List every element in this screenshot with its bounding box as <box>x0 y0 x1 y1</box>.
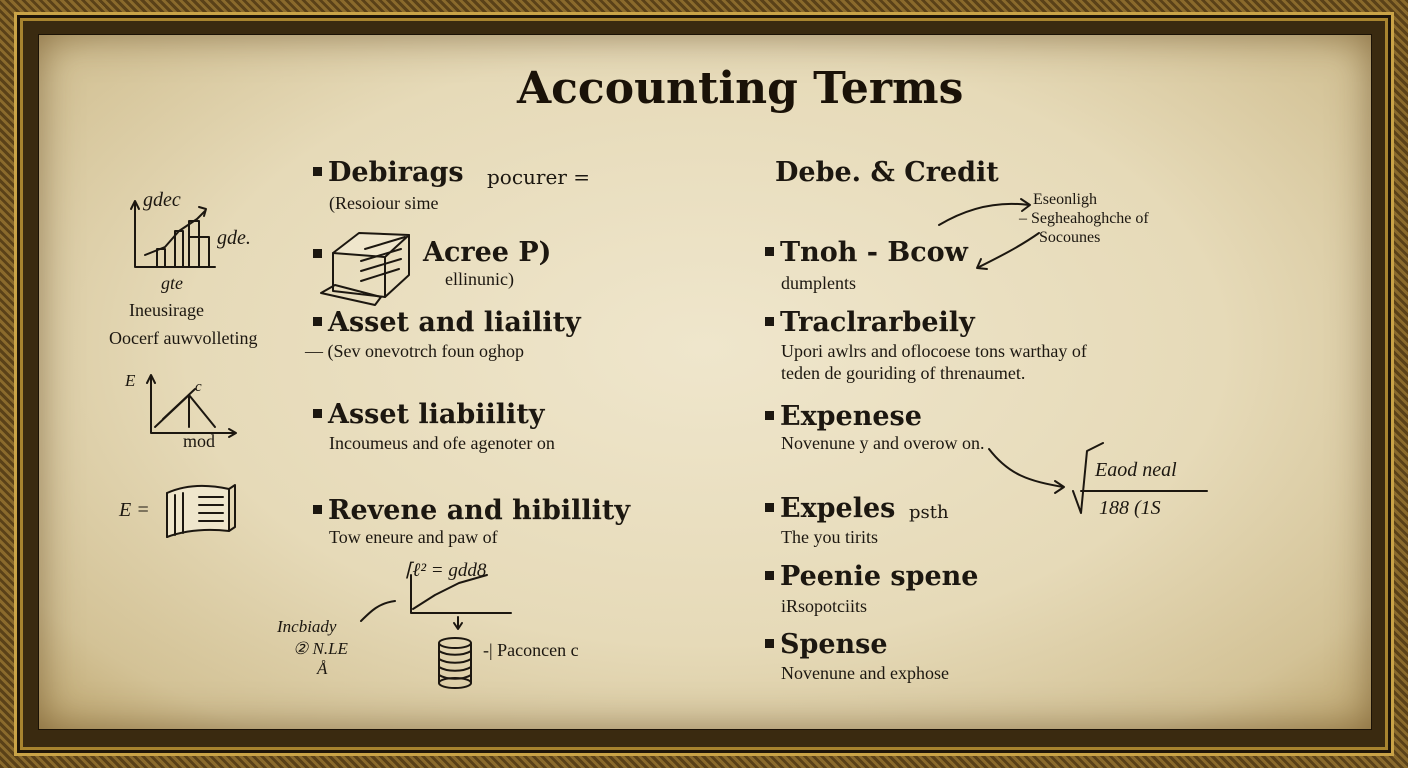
middle-item-3-sub: — (Sev onevotrch foun oghop <box>305 341 524 361</box>
coin-stack-sketch <box>438 637 472 689</box>
formula-bottom: 188 (1S <box>1099 497 1161 519</box>
heading-text: Spense <box>780 629 888 660</box>
chart2-bottom-label: mod <box>183 431 216 451</box>
triangle-chart-sketch <box>146 374 237 438</box>
middle-item-1-heading: Debirags <box>313 157 464 188</box>
middle-item-2-heading: Acree P) <box>423 237 552 268</box>
radical-formula-sketch <box>1072 442 1208 514</box>
heading-text: Peenie spene <box>780 561 979 592</box>
bullet <box>313 505 322 514</box>
right-item-6-sub: Novenune and exphose <box>781 663 949 683</box>
book-sketch <box>166 484 236 538</box>
middle-item-5-sub: Tow eneure and paw of <box>329 527 498 547</box>
heading-text: Asset and liaility <box>328 307 581 338</box>
bullet <box>313 409 322 418</box>
bullet <box>313 249 322 258</box>
heading-text: Traclrarbeily <box>780 307 975 338</box>
bullet <box>313 167 322 176</box>
right-item-3-heading: Expenese <box>765 401 922 432</box>
right-item-4-heading: Expeles <box>765 493 895 524</box>
caption-line-2: Oocerf auwvolleting <box>109 328 258 348</box>
bullet <box>765 503 774 512</box>
middle-item-2-bullet <box>313 239 328 270</box>
right-note-line-3: Socounes <box>1039 229 1101 246</box>
chart-label-bottom: gte <box>161 273 183 293</box>
ledger-box-sketch <box>320 232 410 306</box>
right-item-4-suffix: psth <box>909 502 949 523</box>
graph-label: ⌈ℓ² = gdd8 <box>405 560 487 581</box>
bullet <box>313 317 322 326</box>
chart-label-side: gde. <box>217 227 251 249</box>
right-item-2-heading: Traclrarbeily <box>765 307 975 338</box>
formula-top: Eaod neal <box>1095 459 1177 481</box>
right-item-1-sub: dumplents <box>781 273 856 293</box>
bullet <box>765 639 774 648</box>
side-note-line-1: Incbiady <box>277 617 337 636</box>
page-title: Accounting Terms <box>517 63 964 114</box>
middle-item-4-sub: Incoumeus and ofe agenoter on <box>329 433 555 453</box>
book-label: E = <box>119 499 150 521</box>
growth-graph-sketch <box>360 574 512 630</box>
right-item-1-heading: Tnoh - Bcow <box>765 237 968 268</box>
bullet <box>765 411 774 420</box>
heading-text: Asset liabiility <box>328 399 545 430</box>
middle-item-2-sub: ellinunic) <box>445 269 514 289</box>
heading-text: Expenese <box>780 401 922 432</box>
right-item-3-sub: Novenune y and overow on. <box>781 433 985 453</box>
right-note-line-1: Eseonligh <box>1033 191 1097 208</box>
caption-line-1: Ineusirage <box>129 300 204 320</box>
heading-text: Revene and hibillity <box>328 495 631 526</box>
parchment-board: Accounting Terms gdec gde. gte Ineusirag… <box>38 34 1372 730</box>
right-item-5-heading: Peenie spene <box>765 561 978 592</box>
chart-label-top: gdec <box>143 189 181 211</box>
credit-arrows <box>938 198 1065 494</box>
board-drawings <box>130 198 1208 689</box>
side-note-line-2: ② N.LE <box>293 639 348 658</box>
side-note-line-3: Å <box>317 659 328 678</box>
bullet <box>765 571 774 580</box>
bullet <box>765 247 774 256</box>
chart2-axis-label: E <box>125 371 136 390</box>
heading-text: Debirags <box>328 157 464 188</box>
right-item-2-sub-2: teden de gouriding of threnaumet. <box>781 363 1026 383</box>
right-item-6-heading: Spense <box>765 629 888 660</box>
right-item-5-sub: iRsopotciits <box>781 596 868 616</box>
heading-text: Tnoh - Bcow <box>780 237 968 268</box>
right-note-line-2: – Segheahoghche of <box>1019 210 1149 227</box>
middle-item-4-heading: Asset liabiility <box>313 399 544 430</box>
middle-item-5-heading: Revene and hibillity <box>313 495 630 526</box>
middle-item-3-heading: Asset and liaility <box>313 307 581 338</box>
middle-item-1-suffix: pocurer = <box>487 165 590 189</box>
bar-chart-sketch <box>130 200 216 268</box>
heading-text: Expeles <box>780 493 896 524</box>
coins-label: -| Paconcen c <box>483 640 579 660</box>
chart2-small-label: c <box>195 379 202 395</box>
right-item-2-sub-1: Upori awlrs and oflocoese tons warthay o… <box>781 341 1087 361</box>
middle-item-1-sub: (Resoiour sime <box>329 193 439 213</box>
right-header: Debe. & Credit <box>775 157 999 188</box>
right-item-4-sub: The you tirits <box>781 527 878 547</box>
bullet <box>765 317 774 326</box>
